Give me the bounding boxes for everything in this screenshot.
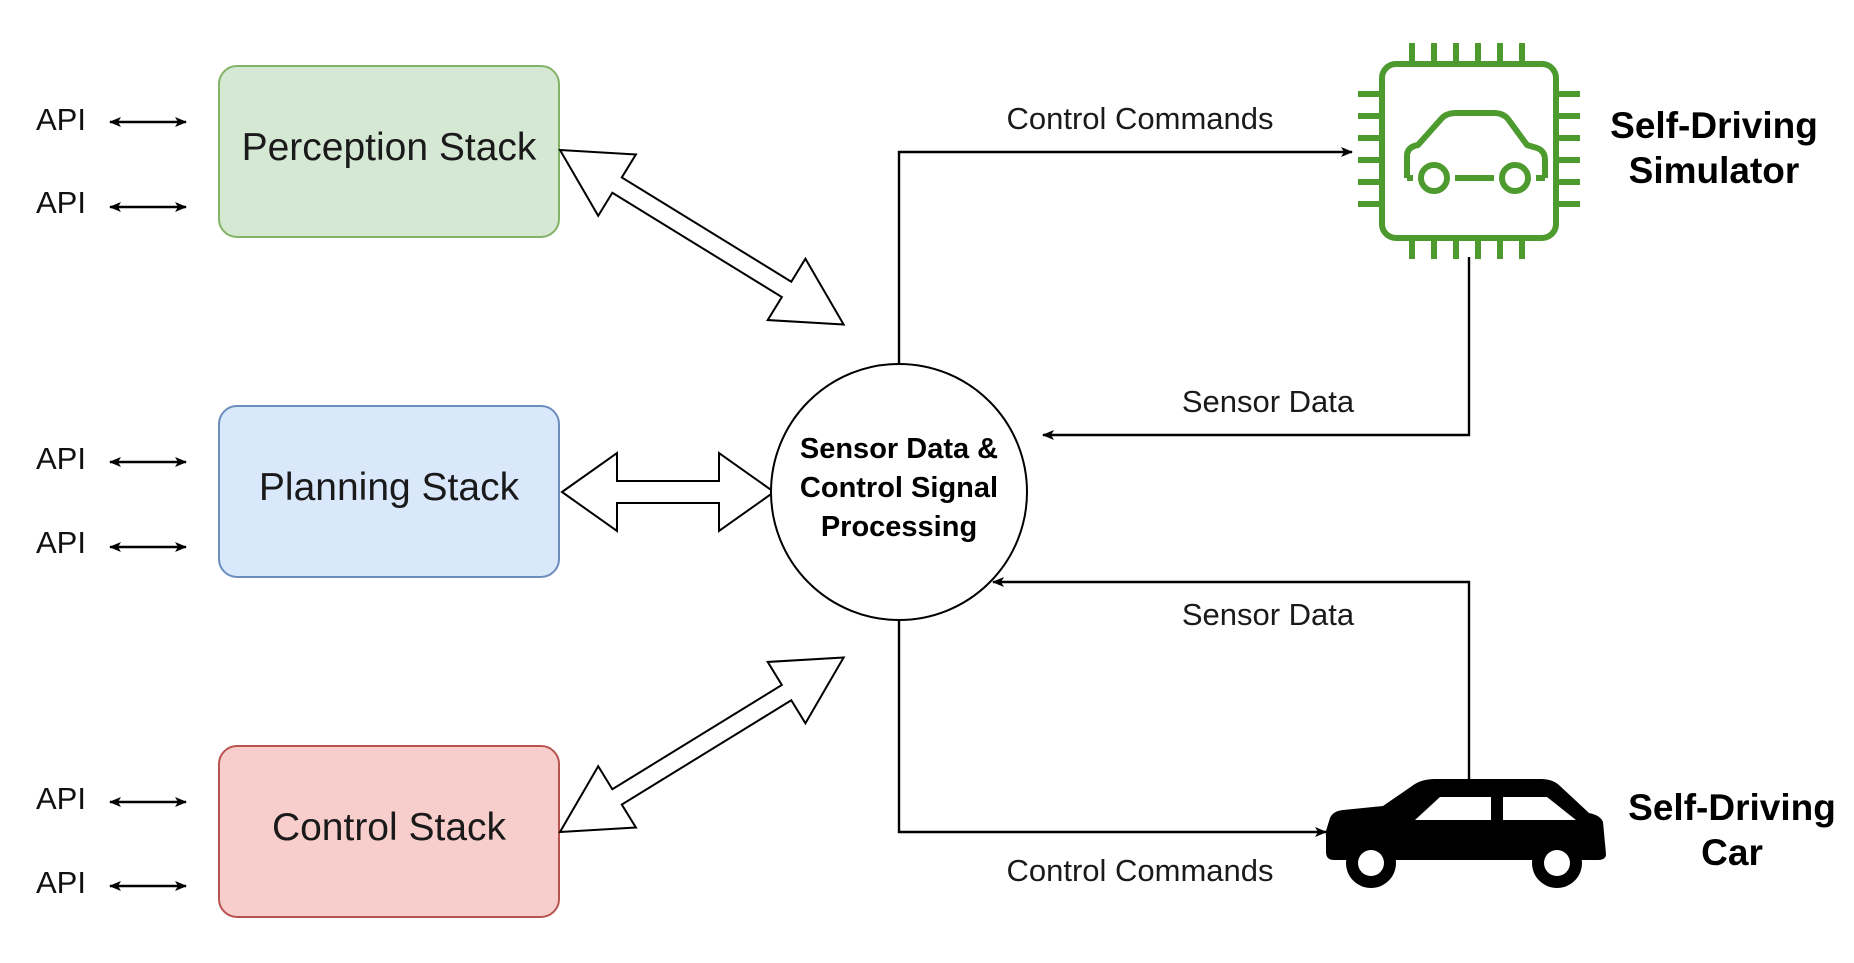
planning-stack-box xyxy=(218,405,560,578)
sensor-data-from-simulator-edge xyxy=(1042,257,1471,440)
car-icon xyxy=(1326,779,1606,888)
control-stack-label: Control Stack xyxy=(272,806,507,849)
control-commands-top-label: Control Commands xyxy=(1006,101,1273,136)
control-commands-to-car-edge xyxy=(897,620,1327,837)
hub-label-line2: Control Signal xyxy=(800,472,998,504)
sensor-data-top-label: Sensor Data xyxy=(1182,384,1355,419)
control-stack-node: Control Stack xyxy=(218,745,560,918)
api-label: API xyxy=(36,781,86,816)
planning-hub-connector xyxy=(560,451,776,533)
control-commands-bottom-label: Control Commands xyxy=(1006,853,1273,888)
chip-car-icon xyxy=(1358,43,1580,259)
perception-stack-box xyxy=(218,65,560,238)
double-hollow-arrow-icon xyxy=(558,148,846,326)
api-group-control: API API xyxy=(36,781,187,900)
hub-label-line1: Sensor Data & xyxy=(800,433,998,465)
double-hollow-arrow-icon xyxy=(558,656,846,834)
hub-label-line3: Processing xyxy=(821,511,977,543)
control-commands-to-simulator-edge xyxy=(897,147,1353,364)
simulator-label-line1: Self-Driving xyxy=(1610,105,1818,146)
perception-hub-connector xyxy=(558,148,846,326)
planning-stack-node: Planning Stack xyxy=(218,405,560,578)
api-label: API xyxy=(36,865,86,900)
api-group-perception: API API xyxy=(36,102,187,220)
simulator-label-line2: Simulator xyxy=(1629,150,1800,191)
perception-stack-label: Perception Stack xyxy=(242,126,537,169)
control-hub-connector xyxy=(558,656,846,834)
sensor-data-from-car-edge xyxy=(992,577,1471,780)
api-group-planning: API API xyxy=(36,441,187,560)
api-label: API xyxy=(36,102,86,137)
planning-stack-label: Planning Stack xyxy=(259,466,520,509)
car-label-line2: Car xyxy=(1701,832,1763,873)
processing-hub-node: Sensor Data & Control Signal Processing xyxy=(770,363,1028,621)
sensor-data-bottom-label: Sensor Data xyxy=(1182,597,1355,632)
api-label: API xyxy=(36,441,86,476)
api-label: API xyxy=(36,525,86,560)
api-label: API xyxy=(36,185,86,220)
perception-stack-node: Perception Stack xyxy=(218,65,560,238)
car-label-line1: Self-Driving xyxy=(1628,787,1836,828)
control-stack-box xyxy=(218,745,560,918)
